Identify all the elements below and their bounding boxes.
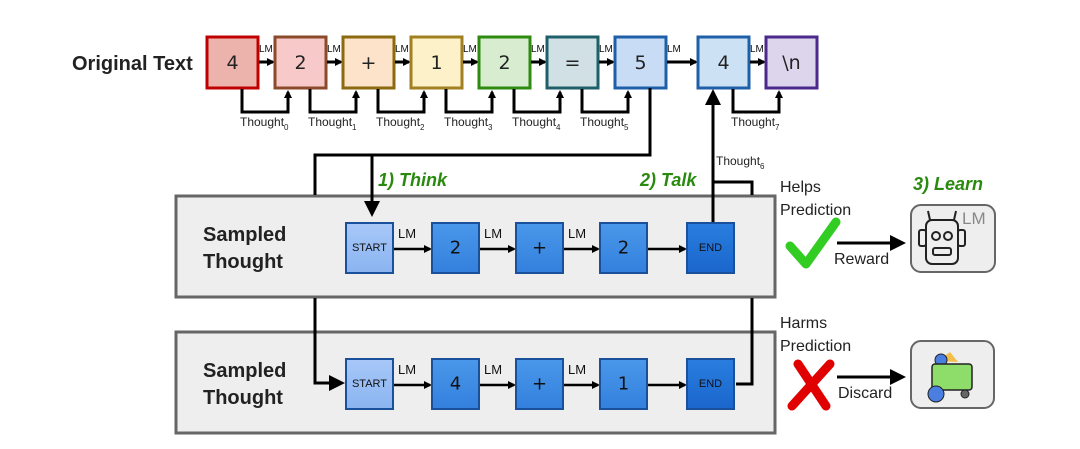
helps-label-line2: Prediction xyxy=(780,202,851,219)
lm-label: LM xyxy=(568,362,586,377)
thought-loop xyxy=(512,89,564,114)
lm-label: LM xyxy=(750,44,764,55)
token-box xyxy=(613,35,668,90)
thought-token-text: 4 xyxy=(450,374,461,395)
reward-label: Reward xyxy=(834,251,889,268)
original-text-label: Original Text xyxy=(72,53,193,75)
thought-3-label: Thought3 xyxy=(444,115,493,132)
check-icon xyxy=(785,217,841,269)
thought-token-box xyxy=(345,358,394,410)
lm-label: LM xyxy=(398,362,416,377)
original-text-tokens: 4 LM Thought0 2 LM Thought1 + LM Thought2 1 LM Thou… xyxy=(205,35,819,132)
token-text: 2 xyxy=(294,52,306,74)
token-text: 4 xyxy=(226,52,238,74)
token-box xyxy=(477,35,532,90)
robot-lm-icon: LM xyxy=(910,204,996,273)
token-text: = xyxy=(565,52,581,74)
thought-loop xyxy=(731,89,783,114)
lm-label: LM xyxy=(531,44,545,55)
robot-lm-label: LM xyxy=(962,209,986,228)
thought-token-text: 2 xyxy=(450,238,461,259)
step-think-label: 1) Think xyxy=(378,170,448,190)
token-box xyxy=(341,35,396,90)
lm-label: LM xyxy=(327,44,341,55)
thought-token-text: START xyxy=(352,242,387,254)
thought-0-label: Thought0 xyxy=(240,115,289,132)
thought-token-box xyxy=(599,222,648,274)
step-talk-label: 2) Talk xyxy=(639,170,697,190)
thought-token-box xyxy=(686,222,735,274)
thought-loop xyxy=(308,89,360,114)
thought-token-box xyxy=(515,222,564,274)
thought-1-label: Thought1 xyxy=(308,115,357,132)
harms-label-line2: Prediction xyxy=(780,338,851,355)
thought-token-text: END xyxy=(699,242,722,254)
thought-loop xyxy=(240,89,292,114)
token-text: 5 xyxy=(634,52,646,74)
thought-token-box xyxy=(686,358,735,410)
lm-label: LM xyxy=(463,44,477,55)
thought-token-text: + xyxy=(532,374,547,395)
thought-token-box xyxy=(431,222,480,274)
thought-token-text: START xyxy=(352,378,387,390)
lm-label: LM xyxy=(568,226,586,241)
thought-loop xyxy=(376,89,428,114)
thought-token-text: END xyxy=(699,378,722,390)
step-learn-label: 3) Learn xyxy=(913,174,983,194)
thought-token-box xyxy=(599,358,648,410)
thought-2-label: Thought2 xyxy=(376,115,425,132)
token-text: 2 xyxy=(498,52,510,74)
harms-label-line1: Harms xyxy=(780,315,827,332)
token-text: 4 xyxy=(717,52,729,74)
thought-token-text: 2 xyxy=(618,238,629,259)
lm-label: LM xyxy=(398,226,416,241)
token-text: + xyxy=(361,52,377,74)
token-box xyxy=(205,35,260,90)
token-box xyxy=(409,35,464,90)
lm-label: LM xyxy=(667,44,681,55)
panel-2-title-line2: Thought xyxy=(203,387,283,409)
lm-label: LM xyxy=(484,226,502,241)
thought-token-box xyxy=(431,358,480,410)
trash-bin-icon xyxy=(910,340,995,409)
panel-1-title-line1: Sampled xyxy=(203,224,286,246)
thought-6-label: Thought6 xyxy=(716,154,765,171)
thought-4-label: Thought4 xyxy=(512,115,561,132)
token-box xyxy=(273,35,328,90)
token-box xyxy=(696,35,751,90)
panel-2-title-line1: Sampled xyxy=(203,360,286,382)
thought-token-text: 1 xyxy=(618,374,629,395)
token-box xyxy=(764,35,819,90)
cross-icon xyxy=(787,359,835,411)
token-box xyxy=(545,35,600,90)
thought-loop xyxy=(580,89,632,114)
thought-token-box xyxy=(515,358,564,410)
panel-1-title-line2: Thought xyxy=(203,251,283,273)
token-text: 1 xyxy=(430,52,442,74)
lm-label: LM xyxy=(259,44,273,55)
thought-token-box xyxy=(345,222,394,274)
thought-7-label: Thought7 xyxy=(731,115,780,132)
token-text: \n xyxy=(782,52,800,74)
lm-label: LM xyxy=(484,362,502,377)
thought-5-label: Thought5 xyxy=(580,115,629,132)
lm-label: LM xyxy=(599,44,613,55)
discard-label: Discard xyxy=(838,385,892,402)
helps-label-line1: Helps xyxy=(780,179,821,196)
thought-loop xyxy=(444,89,496,114)
lm-label: LM xyxy=(395,44,409,55)
flow-connectors xyxy=(313,88,754,391)
thought-token-text: + xyxy=(532,238,547,259)
